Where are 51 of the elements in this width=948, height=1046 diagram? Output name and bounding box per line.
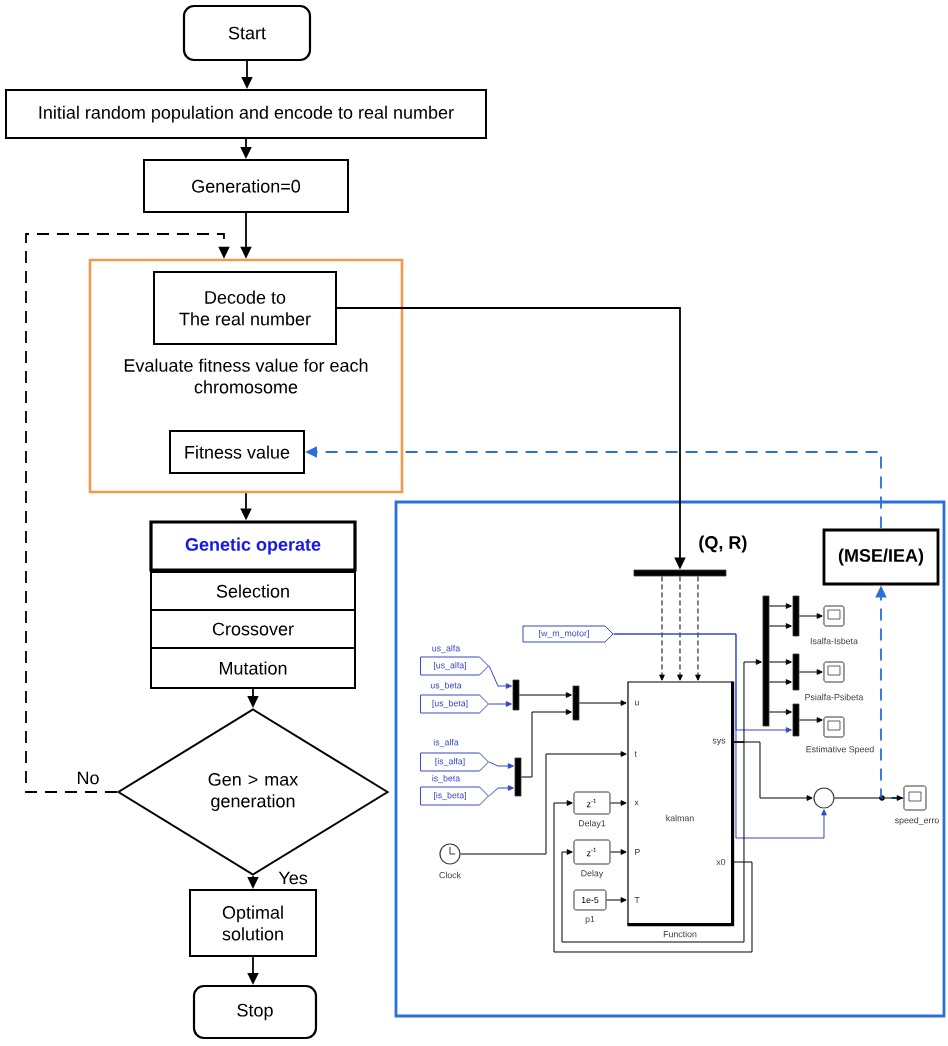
result-box: (MSE/IEA) <box>822 528 940 586</box>
bus-bar <box>572 685 580 721</box>
bus-bar <box>792 595 800 637</box>
signal-arrow <box>553 800 753 953</box>
signal-arrow <box>610 849 627 855</box>
bus-bar <box>762 595 770 727</box>
signal-arrow <box>768 679 792 685</box>
signal-arrow <box>606 897 627 903</box>
signal-arrow <box>460 751 627 855</box>
sum-junction <box>813 787 835 809</box>
signal-arrow <box>732 741 813 801</box>
bus-bar <box>792 653 800 691</box>
signal-arrow <box>768 603 792 609</box>
dashed-arrow <box>25 233 230 793</box>
signal-arrow <box>613 633 792 733</box>
signal-arrow <box>518 692 572 698</box>
model-frame <box>394 500 946 1018</box>
signal-arrow <box>834 795 903 801</box>
step-box: Selection <box>150 571 356 611</box>
signal-arrow <box>488 785 514 797</box>
header-box: Genetic operate <box>149 520 357 572</box>
signal-arrow <box>561 741 745 943</box>
process-box: Initial random population and encode to real number <box>5 89 487 139</box>
signal-arrow <box>798 669 823 675</box>
step-box: Mutation <box>150 647 356 689</box>
signal-arrow <box>768 623 792 629</box>
bus-bar <box>792 703 800 737</box>
bus-bar <box>512 679 520 711</box>
dashed-arrow <box>677 575 683 681</box>
signal-arrow <box>488 761 514 769</box>
signal-arrow <box>520 709 572 778</box>
signal-arrow <box>798 613 823 619</box>
bus-bar <box>514 757 522 797</box>
terminator-box: Stop <box>192 984 318 1040</box>
process-box: Fitness value <box>169 430 305 474</box>
edge-label: No <box>74 769 102 787</box>
signal-arrow <box>768 709 792 715</box>
process-box: Optimal solution <box>189 889 317 957</box>
signal-arrow <box>798 717 823 723</box>
dashed-arrow <box>695 575 701 681</box>
signal-arrow <box>610 800 627 806</box>
signal-arrow <box>578 700 627 706</box>
signal-arrow <box>488 665 512 689</box>
edge-label: (Q, R) <box>696 533 750 555</box>
signal-arrow <box>488 701 512 707</box>
process-box: Decode to The real number <box>153 271 337 345</box>
signal-arrow <box>768 659 792 665</box>
dashed-arrow <box>659 575 665 681</box>
terminator-box: Start <box>182 4 312 62</box>
step-box: Crossover <box>150 609 356 649</box>
process-box: Generation=0 <box>143 159 349 213</box>
